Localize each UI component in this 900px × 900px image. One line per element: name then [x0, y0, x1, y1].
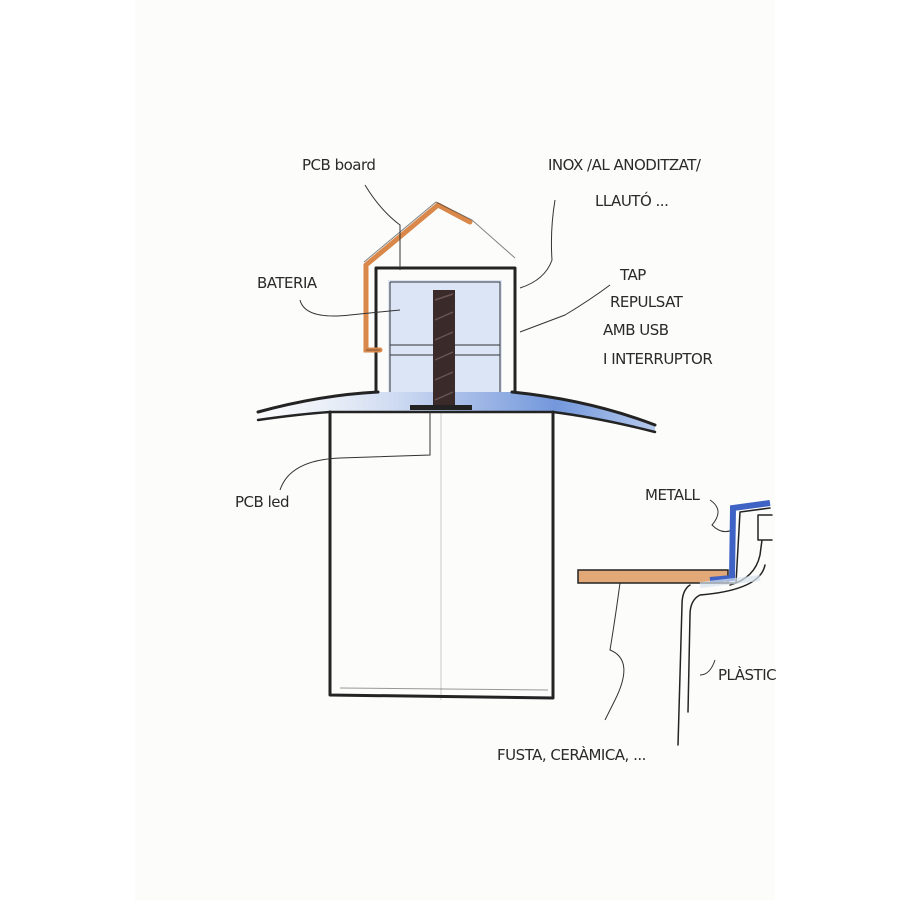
label-plastic: PLÀSTIC — [718, 665, 776, 684]
battery-hatch — [434, 293, 454, 401]
label-tap-line2: REPULSAT — [610, 293, 684, 311]
battery — [433, 290, 455, 408]
label-inox-line2: LLAUTÓ ... — [595, 191, 668, 210]
lamp-body — [328, 410, 555, 700]
pcb-led — [410, 405, 472, 410]
label-bateria: BATERIA — [257, 274, 318, 292]
paper-sheet — [135, 0, 775, 900]
label-inox-line1: INOX /AL ANODITZAT/ — [548, 156, 702, 174]
label-pcb-led: PCB led — [235, 493, 289, 511]
label-tap-line1: TAP — [619, 266, 646, 284]
label-pcb-board: PCB board — [302, 156, 375, 174]
label-tap-line4: I INTERRUPTOR — [603, 350, 712, 368]
leader-lines — [279, 184, 733, 721]
label-metall: METALL — [645, 486, 701, 504]
label-tap-line3: AMB USB — [603, 321, 669, 339]
mounting-detail — [577, 500, 773, 746]
label-fusta: FUSTA, CERÀMICA, ... — [497, 745, 646, 764]
